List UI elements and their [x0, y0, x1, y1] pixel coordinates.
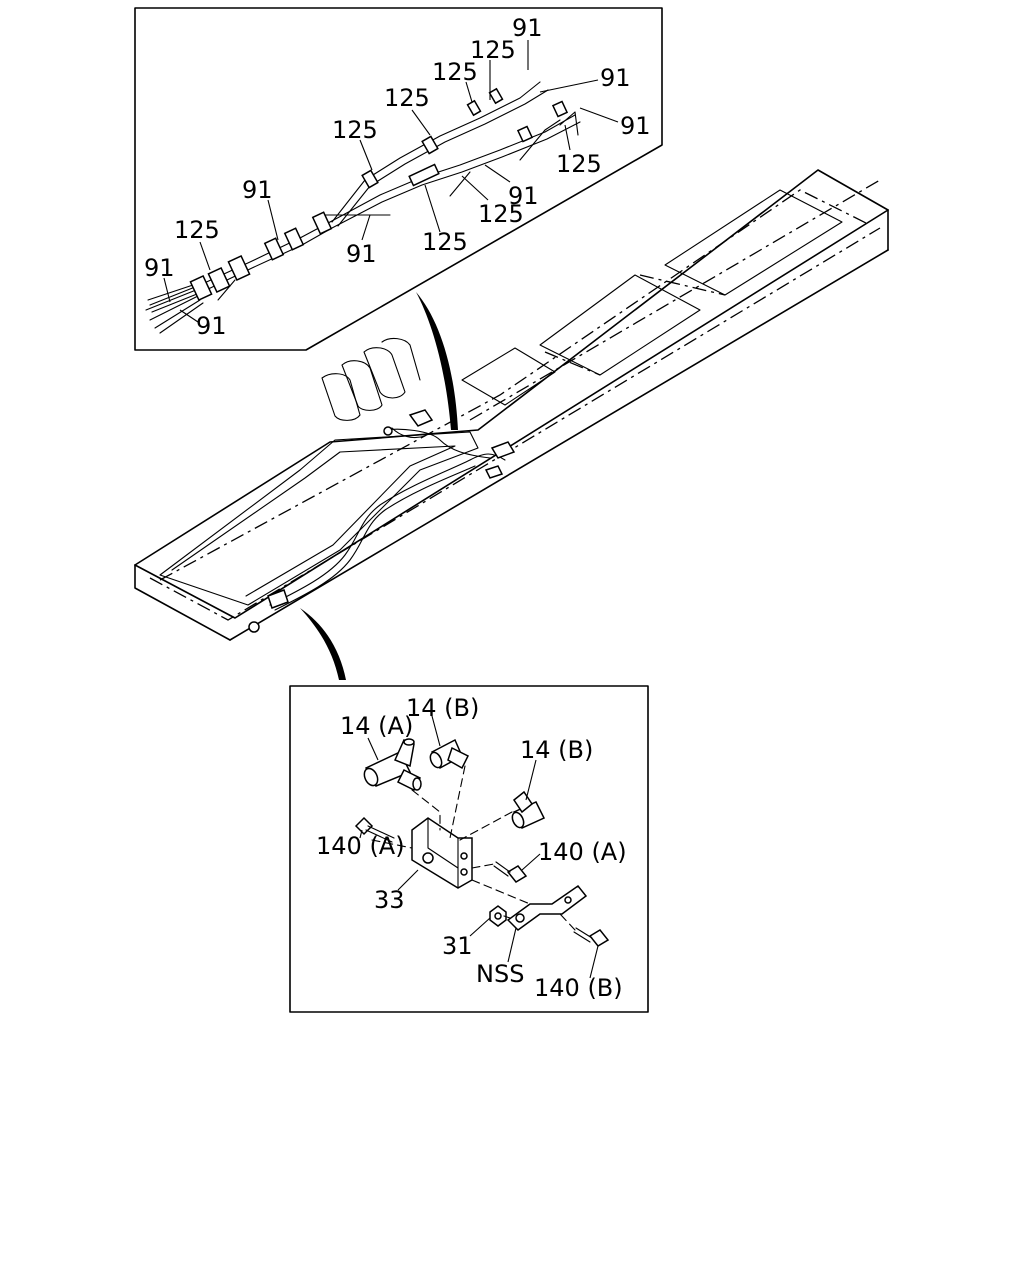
bracket-nss: [506, 884, 588, 931]
callout-125: 91: [242, 176, 273, 204]
bottom-inset-leaders: [359, 715, 599, 979]
callout-140a: 140 (A): [538, 838, 627, 866]
callout-125: 125: [332, 116, 378, 144]
bottom-inset: 14 (A) 14 (B) 14 (B) 140 (A) 140 (A) 33 …: [289, 685, 649, 1013]
callout-140b: 140 (B): [534, 974, 623, 1002]
callout-nss: NSS: [476, 960, 524, 988]
leader-arrow-top: [416, 292, 458, 430]
callout-14b: 14 (B): [406, 694, 479, 722]
callout-125: 125: [174, 216, 220, 244]
elbow-fitting-b1: [429, 738, 470, 770]
callout-91: 91: [346, 240, 377, 268]
callout-14a: 14 (A): [340, 712, 413, 740]
nut-31: [489, 905, 507, 927]
callout-91: 125: [478, 200, 524, 228]
tee-fitting-a: [363, 738, 422, 792]
bolt-140a-right: [493, 861, 528, 883]
leader-arrow-bottom: [300, 608, 346, 680]
assembly-lines: [371, 765, 576, 931]
callout-91: 91: [144, 254, 175, 282]
callout-125: 125: [422, 228, 468, 256]
bolt-140b: [573, 927, 610, 947]
callout-31: 31: [442, 932, 473, 960]
callout-140a: 140 (A): [316, 832, 405, 860]
callout-125: 125: [556, 150, 602, 178]
callout-91: 91: [512, 14, 543, 42]
callout-125: 125: [432, 58, 478, 86]
callout-91: 91: [196, 312, 227, 340]
callout-91: 91: [508, 182, 539, 210]
frame-rail: [134, 169, 889, 641]
callout-125: 125: [384, 84, 430, 112]
top-inset-leaders: [163, 40, 619, 323]
bracket-33: [411, 817, 473, 889]
callout-14b: 14 (B): [520, 736, 593, 764]
top-inset: 91 125 91 125 125 91 125 125 91 91 125 1…: [134, 7, 663, 351]
callout-125: 125: [470, 36, 516, 64]
air-line-routing: [248, 409, 516, 633]
callout-33: 33: [374, 886, 405, 914]
bolt-140a-left: [354, 816, 395, 843]
callout-91: 91: [600, 64, 631, 92]
tank-group: [321, 337, 421, 421]
wire-harness: [145, 81, 581, 334]
callout-91: 91: [620, 112, 651, 140]
elbow-fitting-b2: [511, 790, 546, 829]
